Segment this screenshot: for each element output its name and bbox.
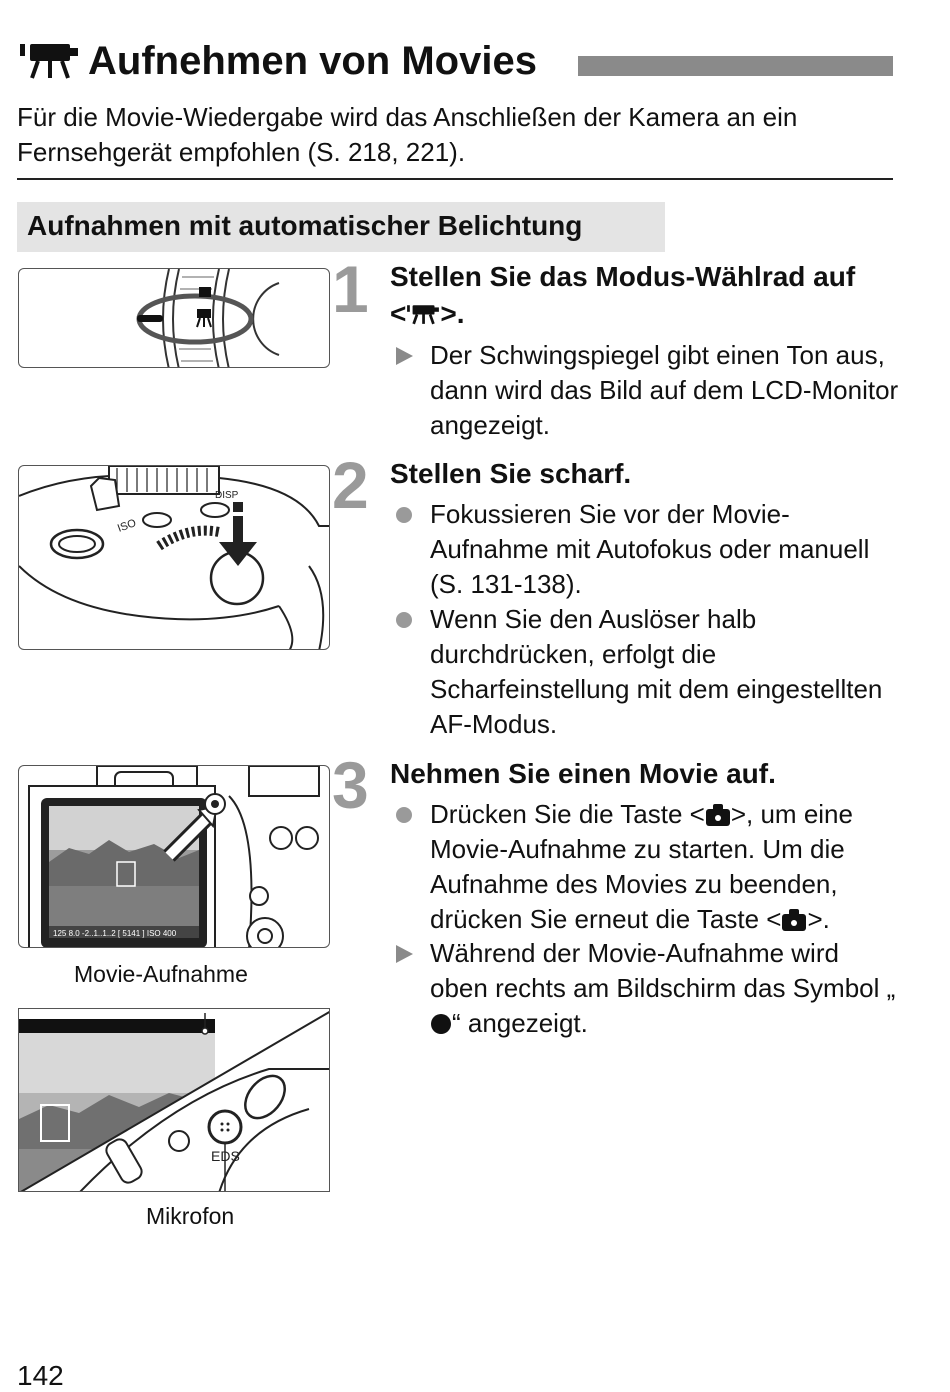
- figure-mode-dial: [18, 268, 330, 368]
- step-1-item-1: Der Schwingspiegel gibt einen Ton aus, d…: [390, 338, 900, 443]
- step-2-item-2-text: Wenn Sie den Auslöser halb durchdrücken,…: [430, 604, 883, 739]
- step-title-1-line1: Stellen Sie das Modus-Wählrad auf: [390, 261, 856, 292]
- step-2-item-1: Fokussieren Sie vor der Movie-Aufnahme m…: [390, 497, 900, 602]
- step-title-2: Stellen Sie scharf.: [390, 458, 632, 489]
- intro-text: Für die Movie-Wiedergabe wird das Anschl…: [17, 102, 798, 167]
- caption-microphone: Mikrofon: [146, 1203, 235, 1229]
- movie-camera-icon: [20, 44, 78, 79]
- step-3-item-1-text: Drücken Sie die Taste <>, um eine Movie-…: [430, 797, 900, 937]
- step-2-item-2: Wenn Sie den Auslöser halb durchdrücken,…: [390, 602, 900, 742]
- lcd-info-text: 125 8.0 -2..1..1..2 [ 5141 ] ISO 400: [53, 929, 177, 938]
- figure-lcd-monitor: 125 8.0 -2..1..1..2 [ 5141 ] ISO 400: [18, 765, 330, 948]
- camera-label-disp: DISP: [215, 490, 239, 501]
- step-3-item-1-text-a: Drücken Sie die Taste <: [430, 799, 705, 829]
- record-dot-icon: [431, 1014, 451, 1034]
- live-view-button-icon: [705, 804, 730, 826]
- step-3-item-1-text-b: >, um eine Movie-Aufnahme zu starten. Um…: [430, 799, 853, 934]
- step-3-item-2-text-a: Während der Movie-Aufnahme wird oben rec…: [430, 938, 896, 1003]
- section-heading-text: Aufnahmen mit automatischer Belichtung: [27, 210, 583, 241]
- step-title-1-line2: < >.: [390, 295, 900, 332]
- step-1-item-1-text: Der Schwingspiegel gibt einen Ton aus, d…: [430, 340, 899, 440]
- triangle-bullet-icon: [396, 347, 413, 365]
- live-view-button-icon: [782, 909, 807, 931]
- movie-camera-icon: [407, 305, 440, 325]
- triangle-bullet-icon: [396, 945, 413, 963]
- step-3-item-1: Drücken Sie die Taste <>, um eine Movie-…: [390, 797, 900, 937]
- section-heading: Aufnahmen mit automatischer Belichtung: [17, 202, 665, 252]
- dot-bullet-icon: [396, 807, 412, 823]
- page-header: Aufnehmen von Movies: [18, 36, 893, 86]
- step-number-1: 1: [332, 252, 369, 326]
- page-number: 142: [17, 1360, 64, 1391]
- page-title: Aufnehmen von Movies: [88, 39, 537, 83]
- step-title-1: Stellen Sie das Modus-Wählrad auf < >.: [390, 258, 900, 332]
- dot-bullet-icon: [396, 507, 412, 523]
- step-title-3: Nehmen Sie einen Movie auf.: [390, 758, 776, 789]
- figure-shutter-button: ISO DISP: [18, 465, 330, 650]
- title-rule-bar: [578, 56, 893, 76]
- step-3-item-2-text: Während der Movie-Aufnahme wird oben rec…: [430, 936, 900, 1041]
- figure-microphone: EDS: [18, 1008, 330, 1192]
- step-3-item-1-text-c: >.: [807, 904, 830, 934]
- caption-movie-recording: Movie-Aufnahme: [74, 961, 248, 987]
- dot-bullet-icon: [396, 612, 412, 628]
- bracket-close: >.: [440, 298, 465, 329]
- step-3-item-2-text-b: “ angezeigt.: [452, 1008, 588, 1038]
- camera-label-iso: ISO: [116, 517, 138, 535]
- step-number-3: 3: [332, 748, 369, 822]
- step-3-item-2: Während der Movie-Aufnahme wird oben rec…: [390, 936, 900, 1041]
- divider: [17, 178, 893, 180]
- step-number-2: 2: [332, 448, 369, 522]
- step-2-item-1-text: Fokussieren Sie vor der Movie-Aufnahme m…: [430, 499, 870, 599]
- bracket-open: <: [390, 298, 407, 329]
